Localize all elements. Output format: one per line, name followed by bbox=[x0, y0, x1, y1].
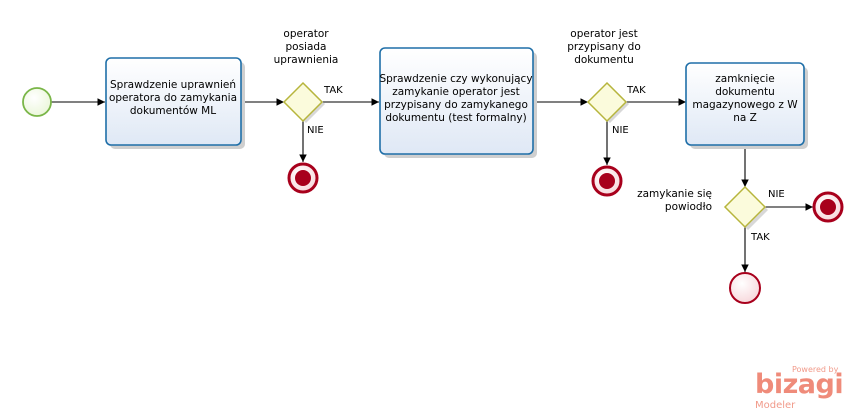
end-event-no-permissions bbox=[287, 162, 319, 194]
start-event bbox=[22, 87, 52, 117]
gateway-has-permissions bbox=[282, 81, 325, 123]
flow-label-nie-2: NIE bbox=[612, 125, 629, 136]
end-event-closing-failed bbox=[812, 191, 844, 223]
gateway-closing-succeeded bbox=[723, 185, 768, 230]
gateway-is-assigned bbox=[586, 81, 629, 123]
watermark-product: Modeler bbox=[755, 400, 796, 411]
watermark-brand-logo: bizagi bbox=[755, 369, 844, 400]
end-event-closing-succeeded bbox=[729, 272, 761, 304]
flow-label-tak-3: TAK bbox=[750, 232, 770, 243]
flow-label-nie-1: NIE bbox=[307, 125, 324, 136]
watermark-powered-by: Powered by bbox=[792, 365, 839, 374]
flow-label-tak-1: TAK bbox=[323, 85, 343, 96]
flow-label-nie-3: NIE bbox=[768, 189, 785, 200]
end-event-not-assigned bbox=[591, 165, 623, 197]
flow-label-tak-2: TAK bbox=[626, 85, 646, 96]
